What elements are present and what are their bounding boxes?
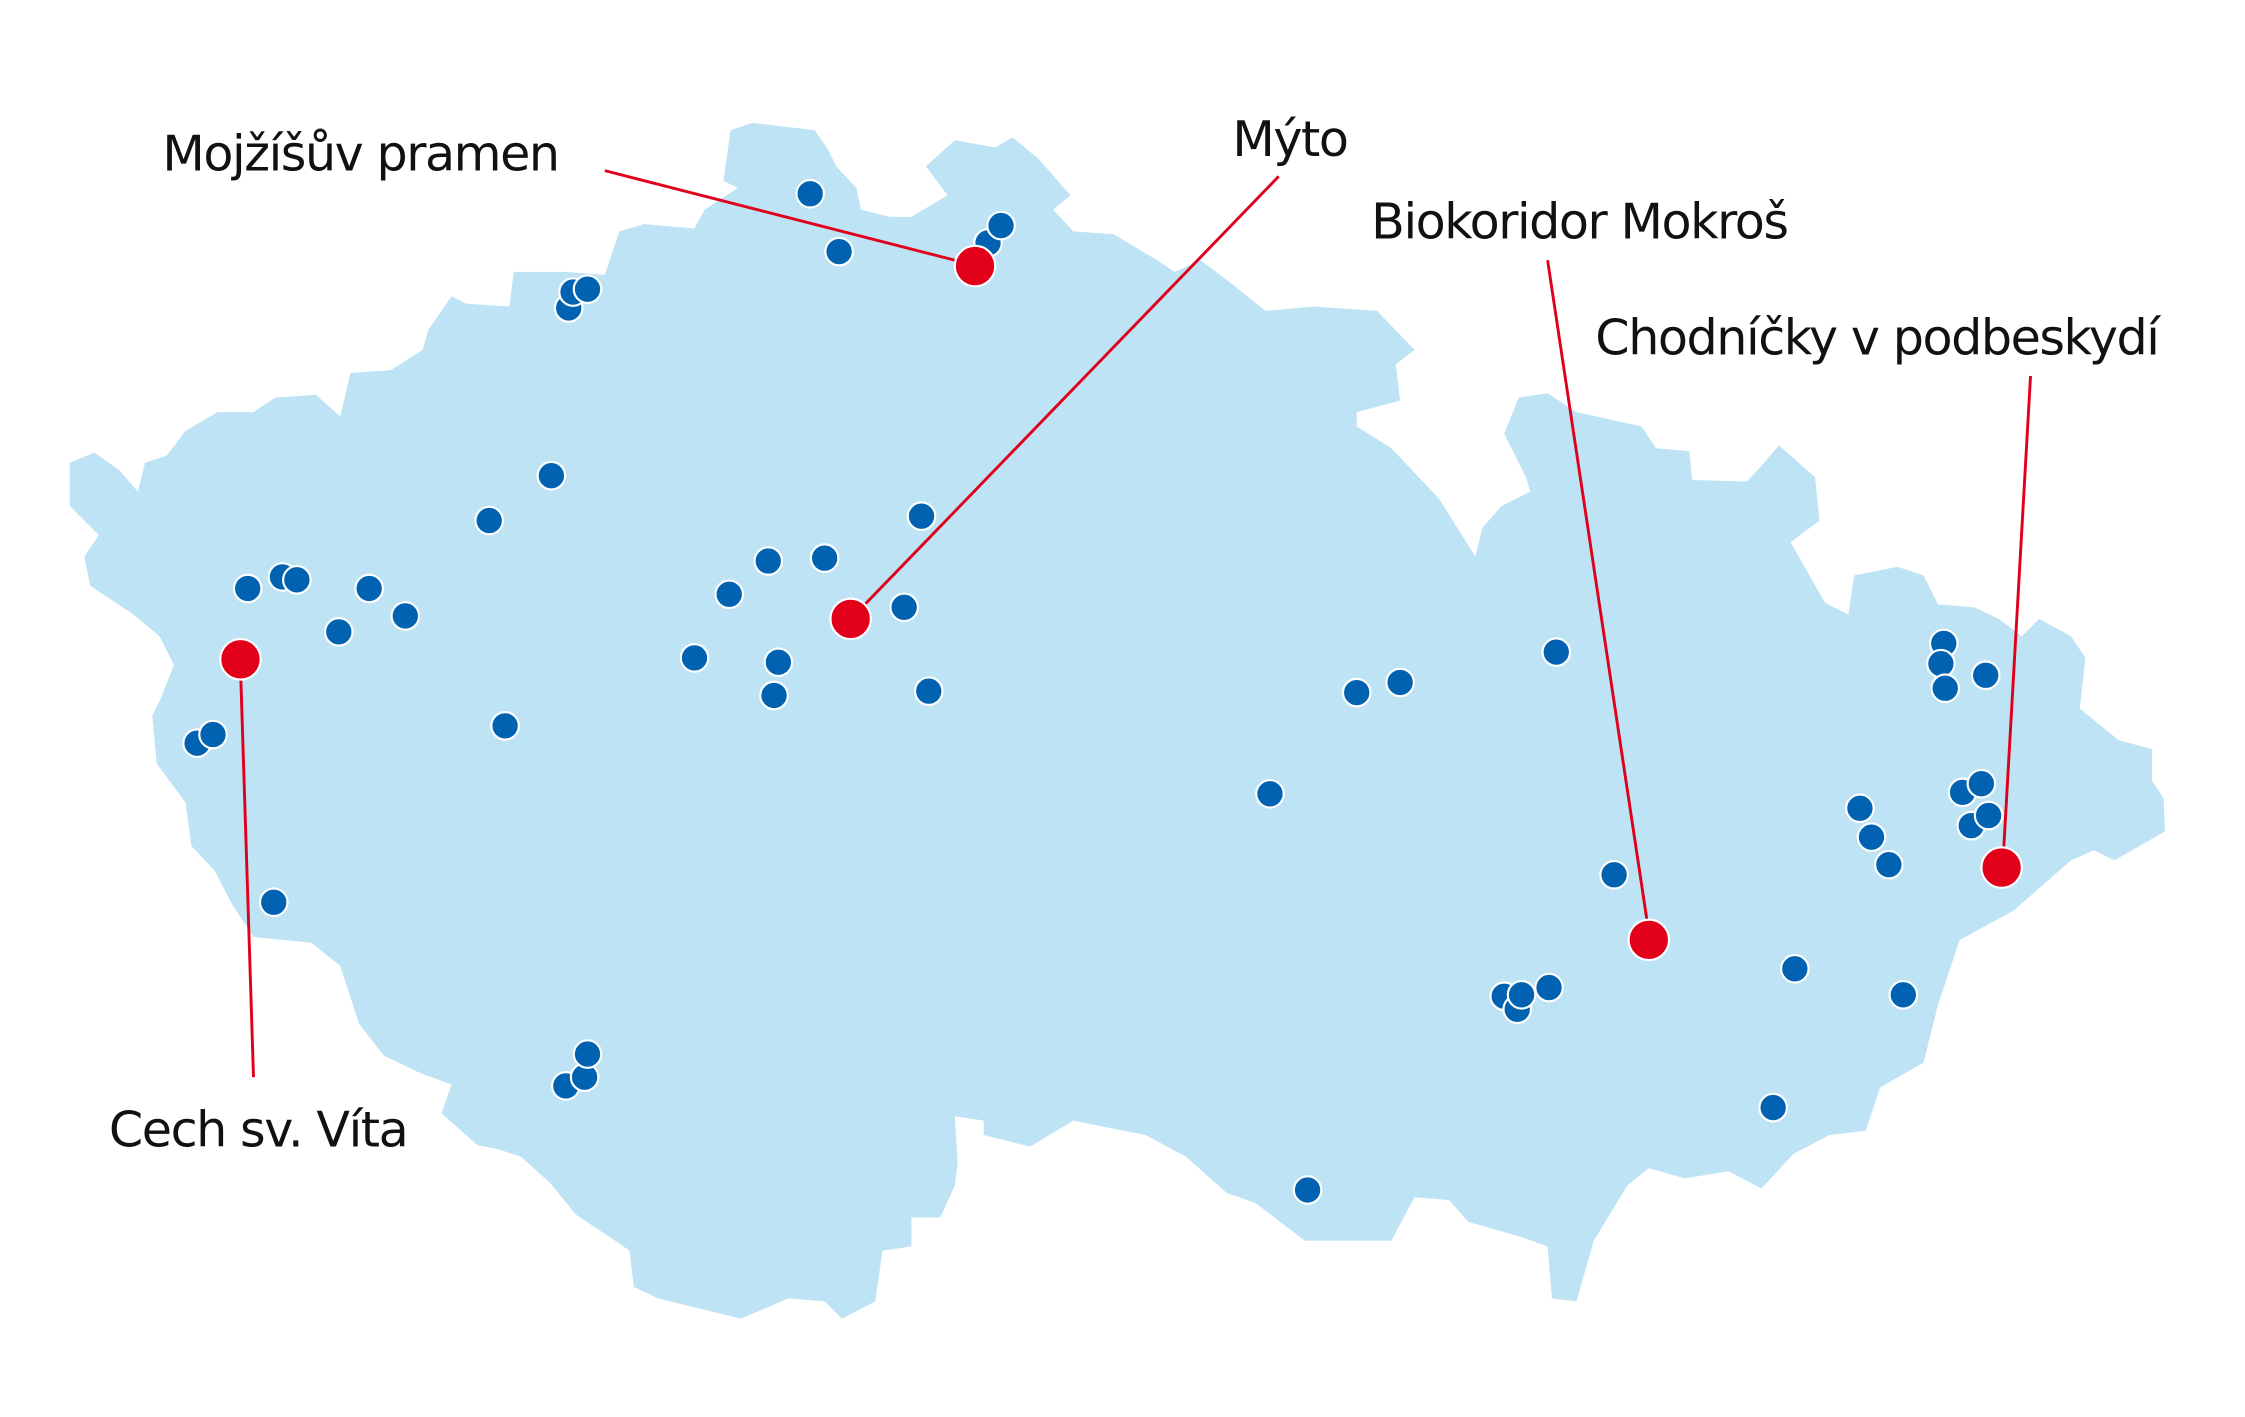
site-marker [198,719,228,750]
site-marker [795,178,826,209]
site-marker [282,564,312,595]
site-marker [1930,673,1961,704]
label-myto: Mýto [1232,110,1347,168]
leader-line [2001,375,2032,861]
site-marker [572,1039,603,1069]
site-marker [490,711,520,741]
site-marker [906,501,937,532]
site-marker [1926,648,1956,679]
site-marker [1845,793,1875,824]
site-marker [759,680,789,711]
highlighted-site-marker [1980,846,2023,889]
site-marker [809,543,840,573]
site-marker [354,573,384,604]
site-marker [1506,979,1537,1010]
site-marker [1255,778,1285,809]
site-marker [1973,800,2004,831]
site-marker [323,617,354,647]
site-labels: Mojžíšův pramen Mýto Biokoridor Mokroš C… [109,110,2163,1159]
label-biokoridor-mokros: Biokoridor Mokroš [1371,193,1787,251]
site-marker [1780,953,1810,984]
site-marker [986,210,1016,241]
site-marker [763,647,794,678]
site-marker [753,546,784,576]
site-marker [1534,972,1564,1003]
country-outline [69,122,2166,1319]
site-marker [1888,979,1919,1010]
site-marker [1966,768,1997,799]
site-marker [1292,1175,1323,1205]
label-cech-sv-vita: Cech sv. Víta [109,1101,407,1159]
site-marker [1856,822,1887,853]
leader-lines [219,169,2032,1078]
highlighted-site-marker [1627,918,1671,962]
site-marker [536,460,567,491]
site-marker [1758,1092,1788,1123]
leader-line [239,667,255,1078]
highlighted-site-marker [953,244,997,288]
site-marker [1341,677,1372,708]
site-marker [474,505,505,536]
site-marker [232,573,263,604]
site-marker [258,887,289,918]
site-marker [679,643,710,673]
leader-line [1546,260,1651,933]
highlighted-site-marker [829,597,872,641]
site-marker [889,592,919,623]
site-marker [1385,667,1415,698]
site-marker [913,676,944,706]
site-marker [1874,849,1904,880]
label-mojzisuv-pramen: Mojžíšův pramen [162,125,558,183]
highlighted-site-marker [219,638,262,681]
site-marker [1599,859,1629,890]
leader-line [604,169,967,265]
site-marker [1541,637,1572,667]
site-marker [572,274,603,305]
site-markers [182,178,2004,1205]
site-marker [390,601,421,631]
site-marker [824,236,854,267]
site-marker [714,579,745,610]
site-marker [1970,660,2001,691]
leader-line [858,175,1280,612]
label-chodnicky-v-podbeskydi: Chodníčky v podbeskydí [1595,308,2161,366]
